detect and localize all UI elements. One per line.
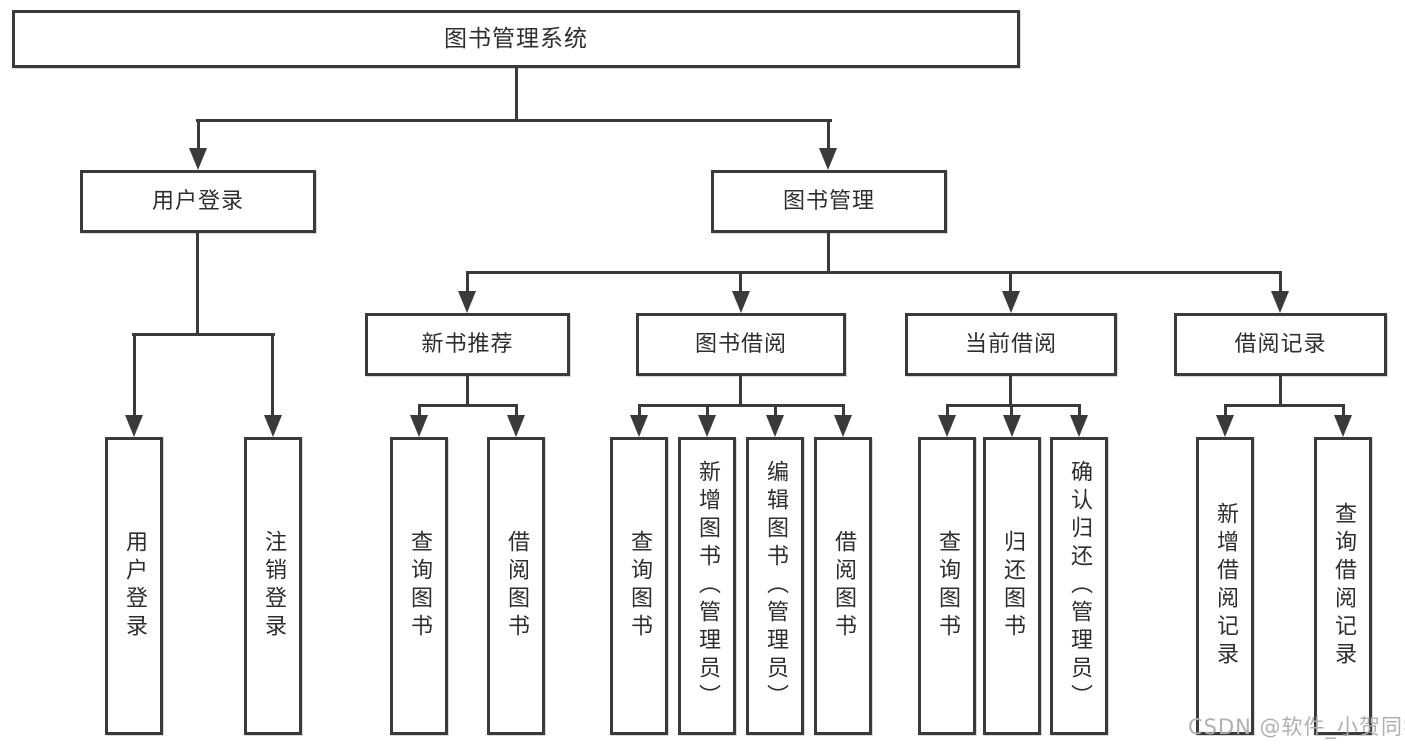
connector-drop-book-borrow xyxy=(739,271,742,293)
node-borrow-records: 借阅记录 xyxy=(1174,313,1387,376)
connector-drop-leaf xyxy=(1224,404,1227,417)
connector-drop-leaf xyxy=(706,404,709,417)
leaf-edit-book-admin: 编辑图书（管理员） xyxy=(746,437,804,735)
arrow-down-icon xyxy=(766,415,784,437)
arrow-down-icon xyxy=(1003,415,1021,437)
connector-book-borrow-vline xyxy=(739,376,742,407)
arrow-down-icon xyxy=(1216,415,1234,437)
connector-drop-book-management xyxy=(827,119,830,149)
leaf-query-books-borrow: 查询图书 xyxy=(610,437,668,735)
node-current-borrow: 当前借阅 xyxy=(905,313,1117,376)
leaf-confirm-return-admin: 确认归还（管理员） xyxy=(1050,437,1108,735)
connector-user-login-vline xyxy=(196,233,199,336)
connector-book-mgmt-hline xyxy=(466,271,1282,274)
leaf-query-books-current: 查询图书 xyxy=(918,437,976,735)
connector-drop-user-login xyxy=(197,119,200,149)
arrow-down-icon xyxy=(1070,415,1088,437)
leaf-borrow-books-recommend: 借阅图书 xyxy=(487,437,545,735)
arrow-down-icon xyxy=(125,415,143,437)
connector-current-borrow-hline xyxy=(946,404,1081,407)
connector-user-login-hline xyxy=(132,333,275,336)
arrow-down-icon xyxy=(1271,291,1289,313)
arrow-down-icon xyxy=(410,415,428,437)
arrow-down-icon xyxy=(189,148,207,170)
connector-new-book-hline xyxy=(418,404,518,407)
connector-current-borrow-vline xyxy=(1009,376,1012,407)
connector-borrow-records-vline xyxy=(1279,376,1282,407)
connector-drop-leaf-user-login xyxy=(133,333,136,417)
arrow-down-icon xyxy=(1002,291,1020,313)
node-new-book-recommend: 新书推荐 xyxy=(365,313,570,376)
csdn-watermark: CSDN @软件_小贺同学 xyxy=(1188,715,1405,739)
arrow-down-icon xyxy=(698,415,716,437)
arrow-down-icon xyxy=(938,415,956,437)
connector-root-hline xyxy=(196,119,832,122)
node-book-management: 图书管理 xyxy=(711,170,947,233)
leaf-logout: 注销登录 xyxy=(244,437,302,735)
connector-drop-leaf xyxy=(946,404,949,417)
connector-drop-leaf xyxy=(1010,404,1013,417)
arrow-down-icon xyxy=(732,291,750,313)
node-library-management-system: 图书管理系统 xyxy=(12,10,1020,68)
leaf-query-books-recommend: 查询图书 xyxy=(390,437,448,735)
arrow-down-icon xyxy=(458,291,476,313)
connector-drop-leaf xyxy=(418,404,421,417)
connector-drop-leaf xyxy=(774,404,777,417)
connector-drop-leaf xyxy=(842,404,845,417)
arrow-down-icon xyxy=(834,415,852,437)
connector-drop-leaf xyxy=(1342,404,1345,417)
leaf-return-book: 归还图书 xyxy=(983,437,1041,735)
arrow-down-icon xyxy=(507,415,525,437)
connector-new-book-vline xyxy=(466,376,469,407)
connector-root-vline xyxy=(515,68,518,122)
arrow-down-icon xyxy=(1334,415,1352,437)
connector-drop-current-borrow xyxy=(1009,271,1012,293)
connector-book-mgmt-vline xyxy=(827,233,830,274)
arrow-down-icon xyxy=(819,148,837,170)
connector-drop-leaf-logout xyxy=(271,333,274,417)
connector-drop-new-book xyxy=(466,271,469,293)
connector-drop-leaf xyxy=(638,404,641,417)
connector-drop-leaf xyxy=(515,404,518,417)
leaf-add-borrow-record: 新增借阅记录 xyxy=(1196,437,1254,735)
leaf-query-borrow-record: 查询借阅记录 xyxy=(1314,437,1372,735)
leaf-user-login: 用户登录 xyxy=(105,437,163,735)
arrow-down-icon xyxy=(264,415,282,437)
connector-book-borrow-hline xyxy=(638,404,845,407)
arrow-down-icon xyxy=(630,415,648,437)
leaf-borrow-books: 借阅图书 xyxy=(814,437,872,735)
node-user-login: 用户登录 xyxy=(80,170,316,233)
connector-drop-leaf xyxy=(1078,404,1081,417)
node-book-borrow: 图书借阅 xyxy=(636,313,846,376)
connector-drop-borrow-records xyxy=(1279,271,1282,293)
leaf-add-book-admin: 新增图书（管理员） xyxy=(678,437,736,735)
connector-borrow-records-hline xyxy=(1224,404,1345,407)
